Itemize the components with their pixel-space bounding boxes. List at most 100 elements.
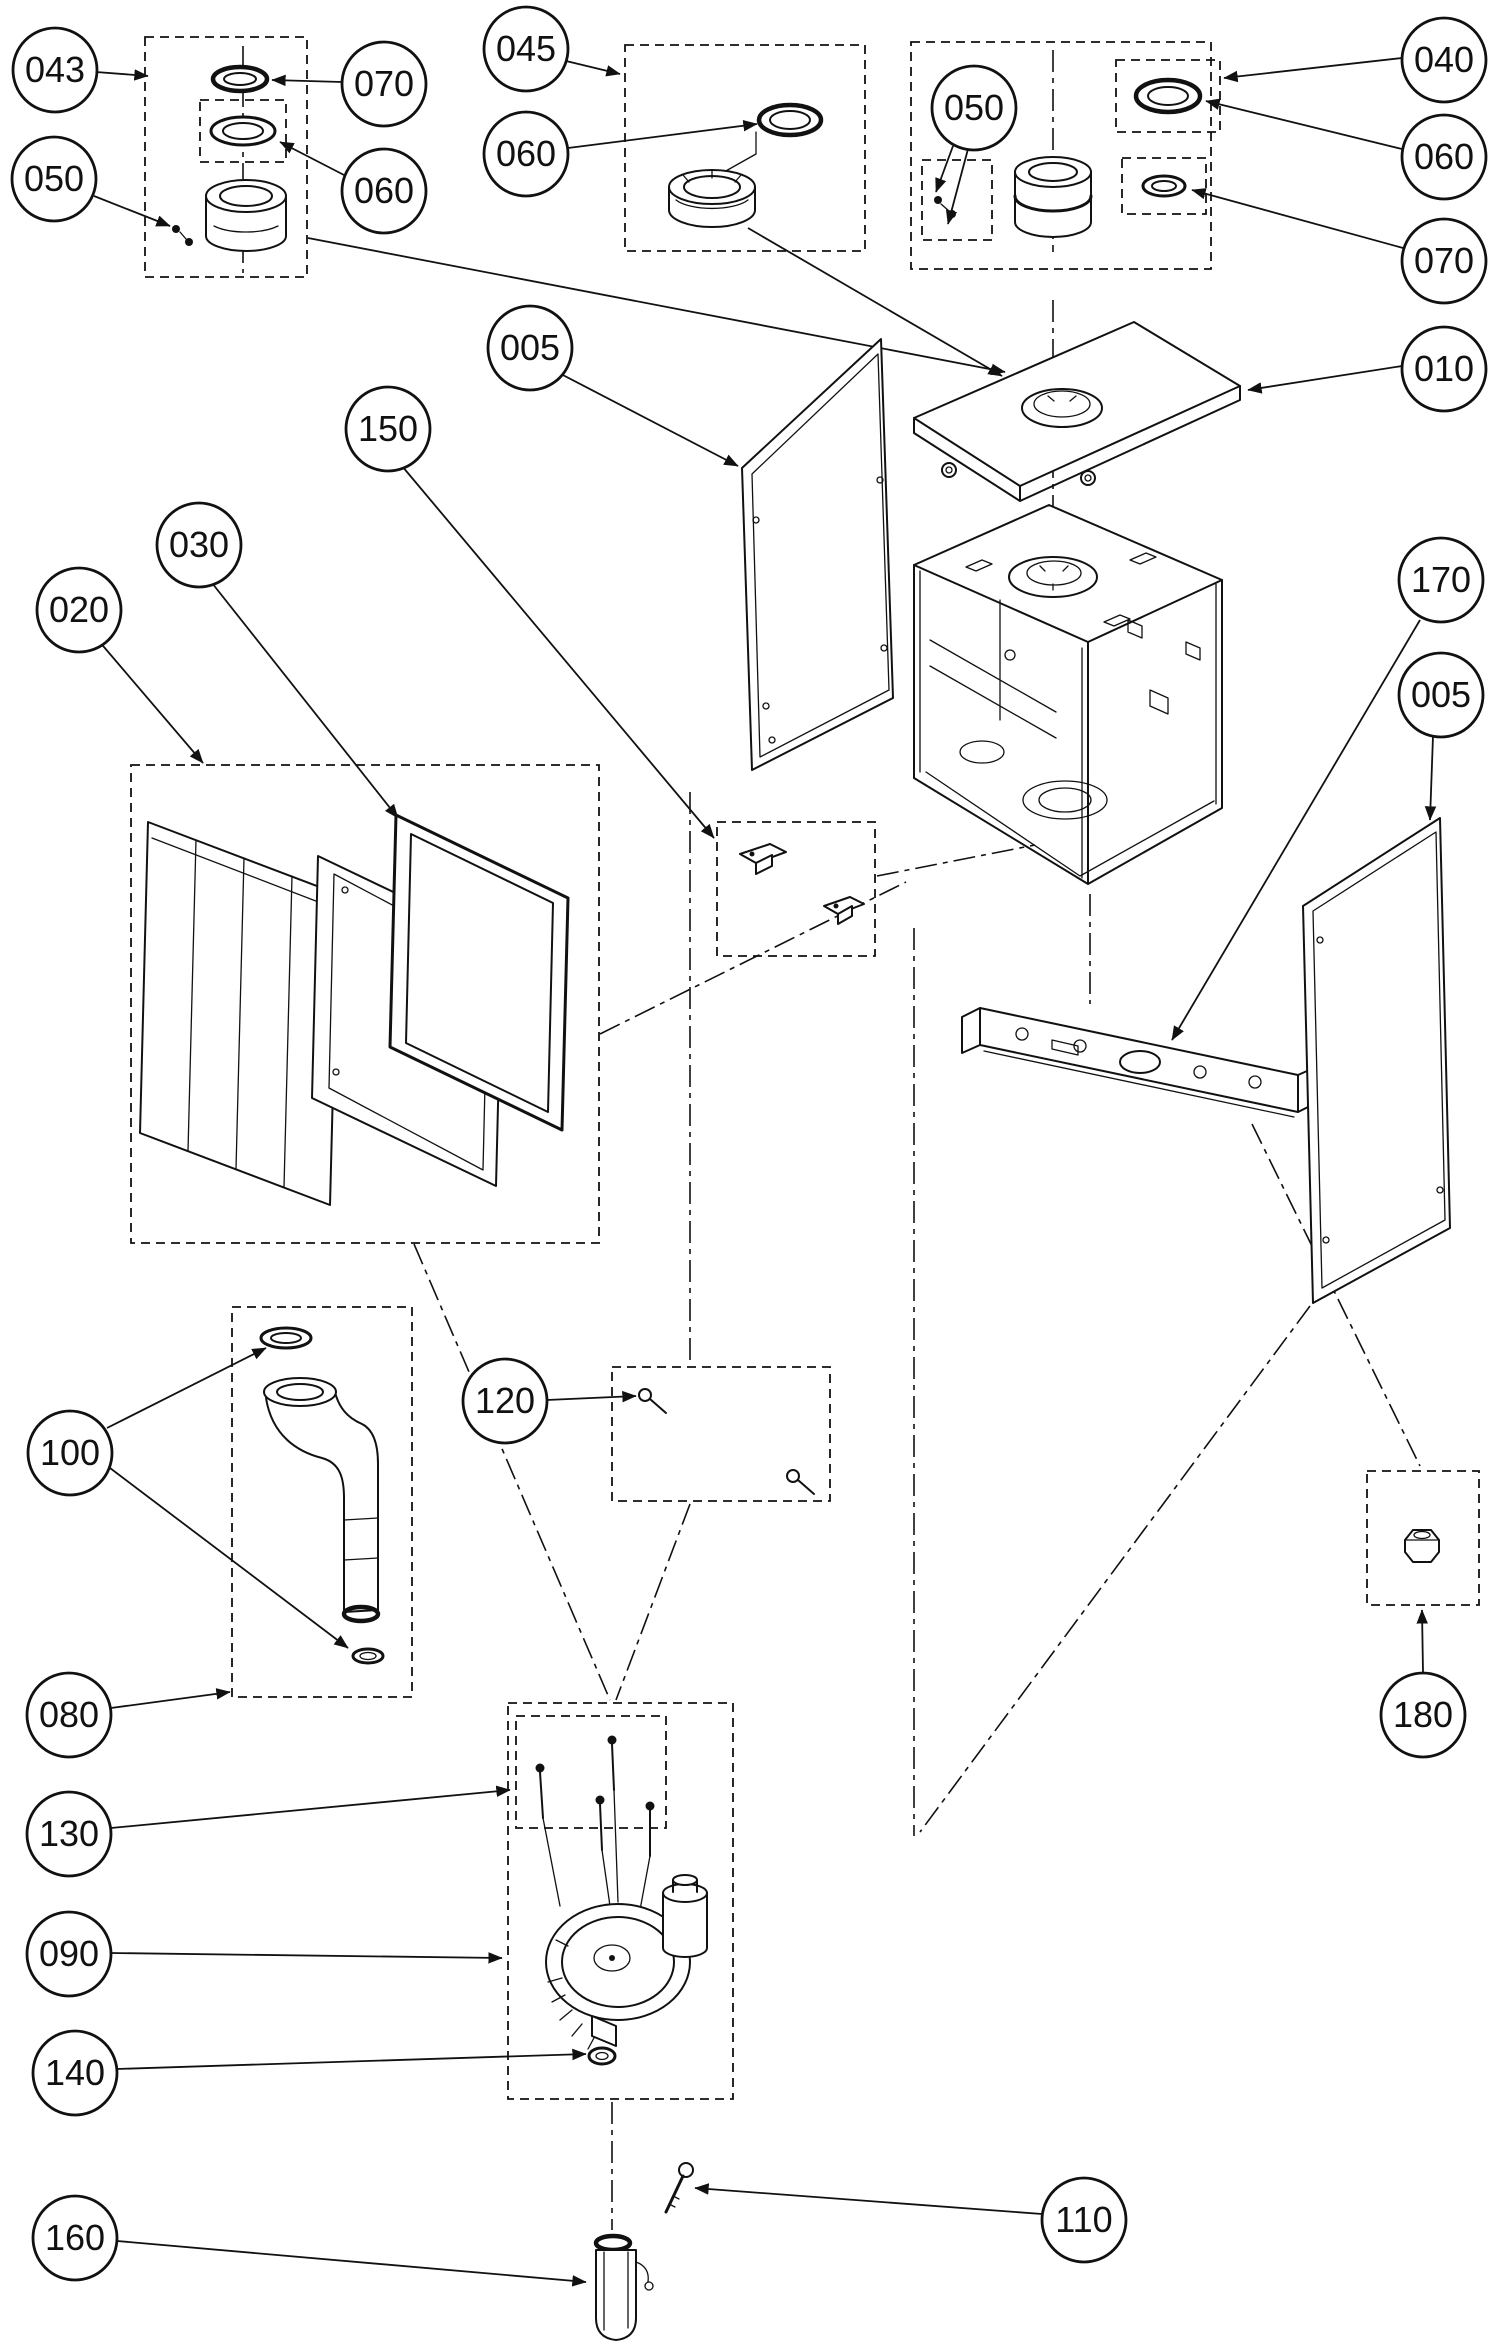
callout-010: 010 — [1400, 325, 1488, 413]
cabinet-interior — [929, 599, 1201, 820]
svg-text:070: 070 — [1414, 240, 1474, 281]
door-outer-panel — [139, 821, 339, 1206]
svg-text:180: 180 — [1393, 1694, 1453, 1735]
clip-part-a — [739, 843, 787, 875]
seal-ring-060-right — [1133, 77, 1203, 115]
svg-text:030: 030 — [169, 524, 229, 565]
callout-170: 170 — [1397, 536, 1485, 624]
o-ring-bottom — [351, 1647, 385, 1665]
svg-text:100: 100 — [40, 1432, 100, 1473]
nut — [1404, 1529, 1440, 1563]
door-gasket-frame-030 — [388, 813, 570, 1132]
flue-pipe-assembly — [231, 1306, 413, 1698]
callout-100: 100 — [26, 1409, 114, 1497]
kit-box-150 — [716, 821, 876, 957]
svg-text:070: 070 — [354, 63, 414, 104]
svg-text:050: 050 — [944, 87, 1004, 128]
screw — [786, 1469, 815, 1495]
kit-box-043 — [144, 36, 308, 278]
callout-040: 040 — [1400, 16, 1488, 104]
svg-text:005: 005 — [1411, 674, 1471, 715]
screw-kit-120 — [611, 1366, 831, 1502]
svg-text:045: 045 — [496, 28, 556, 69]
callout-060-top-left: 060 — [340, 147, 428, 235]
pointer-line — [723, 131, 757, 173]
svg-text:005: 005 — [500, 327, 560, 368]
front-door-assembly — [130, 764, 600, 1244]
flue-terminal-kit-group — [910, 41, 1221, 270]
callout-005-right: 005 — [1397, 651, 1485, 739]
fan-screws — [535, 1735, 655, 1911]
assembly-lines — [307, 227, 1006, 377]
callout-030: 030 — [155, 501, 243, 589]
svg-text:060: 060 — [1414, 136, 1474, 177]
seal-ring-060-mid — [756, 102, 824, 138]
callout-060-top-right: 060 — [1400, 113, 1488, 201]
callout-180: 180 — [1379, 1671, 1467, 1759]
top-panel — [913, 321, 1241, 502]
svg-text:160: 160 — [45, 2217, 105, 2258]
clip-part-b — [823, 896, 865, 925]
seal-ring-070-right — [1141, 174, 1187, 198]
grommet-140 — [587, 2046, 617, 2066]
svg-text:060: 060 — [496, 133, 556, 174]
kit-box-045 — [624, 44, 866, 252]
kit-box-180 — [1366, 1470, 1480, 1606]
flue-adapter-050-left — [205, 179, 287, 252]
callout-020: 020 — [35, 566, 123, 654]
kit-box-040 — [1115, 59, 1221, 133]
top-panel-flue-hole — [1021, 388, 1103, 428]
kit-box-130 — [515, 1715, 667, 1829]
flue-collar-045 — [668, 169, 756, 228]
svg-text:040: 040 — [1414, 39, 1474, 80]
callout-005-left: 005 — [486, 304, 574, 392]
side-panel-left — [741, 338, 894, 771]
svg-text:120: 120 — [475, 1380, 535, 1421]
blower — [545, 1903, 691, 2050]
cabinet-top-hole — [1008, 556, 1098, 598]
screws-050-right — [934, 196, 956, 218]
gasket-ring-060-left — [209, 115, 277, 147]
fan-assembly — [507, 1702, 734, 2100]
callout-045: 045 — [482, 5, 570, 93]
seal-ring-070-left — [210, 64, 270, 94]
callout-043: 043 — [11, 26, 99, 114]
callout-120: 120 — [461, 1357, 549, 1445]
kit-box-070-right — [1121, 157, 1207, 215]
callout-160: 160 — [31, 2194, 119, 2282]
side-panel-right — [1302, 817, 1451, 1304]
nut-kit-180 — [1366, 1470, 1480, 1606]
clip-kit-150 — [716, 821, 876, 957]
flue-pipe — [263, 1377, 381, 1624]
svg-text:020: 020 — [49, 589, 109, 630]
o-ring-top — [259, 1326, 313, 1350]
fan-motor — [662, 1874, 708, 1958]
svg-text:060: 060 — [354, 170, 414, 211]
callout-050-top-right: 050 — [930, 64, 1018, 152]
kit-box-090 — [507, 1702, 734, 2100]
callout-080: 080 — [25, 1671, 113, 1759]
mounting-bracket — [961, 1007, 1317, 1118]
callout-050-top-left: 050 — [10, 135, 98, 223]
svg-text:010: 010 — [1414, 348, 1474, 389]
svg-text:170: 170 — [1411, 559, 1471, 600]
kit-box-top-right — [910, 41, 1212, 270]
svg-text:080: 080 — [39, 1694, 99, 1735]
svg-text:140: 140 — [45, 2052, 105, 2093]
svg-text:150: 150 — [358, 408, 418, 449]
svg-text:050: 050 — [24, 158, 84, 199]
kit-box-050-right — [921, 159, 993, 241]
flue-adapter-cylinder — [1013, 156, 1093, 238]
callout-070-top-left: 070 — [340, 40, 428, 128]
callout-140: 140 — [31, 2029, 119, 2117]
condensate-siphon — [593, 2233, 654, 2341]
cabinet-chassis — [913, 504, 1223, 885]
svg-text:110: 110 — [1055, 2199, 1112, 2240]
kit-box-020 — [130, 764, 600, 1244]
kit-box-120 — [611, 1366, 831, 1502]
callout-090: 090 — [25, 1910, 113, 1998]
svg-text:090: 090 — [39, 1933, 99, 1974]
callout-060-top-mid: 060 — [482, 110, 570, 198]
